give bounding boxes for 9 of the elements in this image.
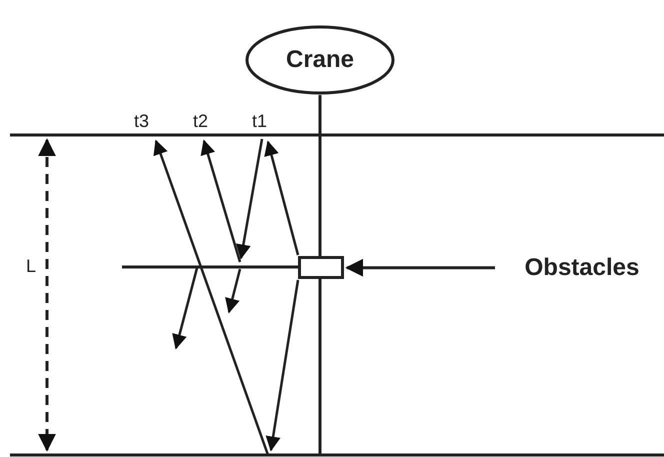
time-label: t3 bbox=[134, 112, 150, 130]
arrow bbox=[345, 258, 495, 277]
dimension-label: L bbox=[26, 257, 36, 275]
cable-line bbox=[318, 95, 322, 256]
crane-label: Crane bbox=[286, 46, 354, 74]
node-label: Obstacles bbox=[524, 254, 640, 282]
obstacle-box bbox=[298, 256, 344, 279]
time-label: t2 bbox=[193, 112, 208, 130]
time-label: t1 bbox=[252, 112, 268, 130]
